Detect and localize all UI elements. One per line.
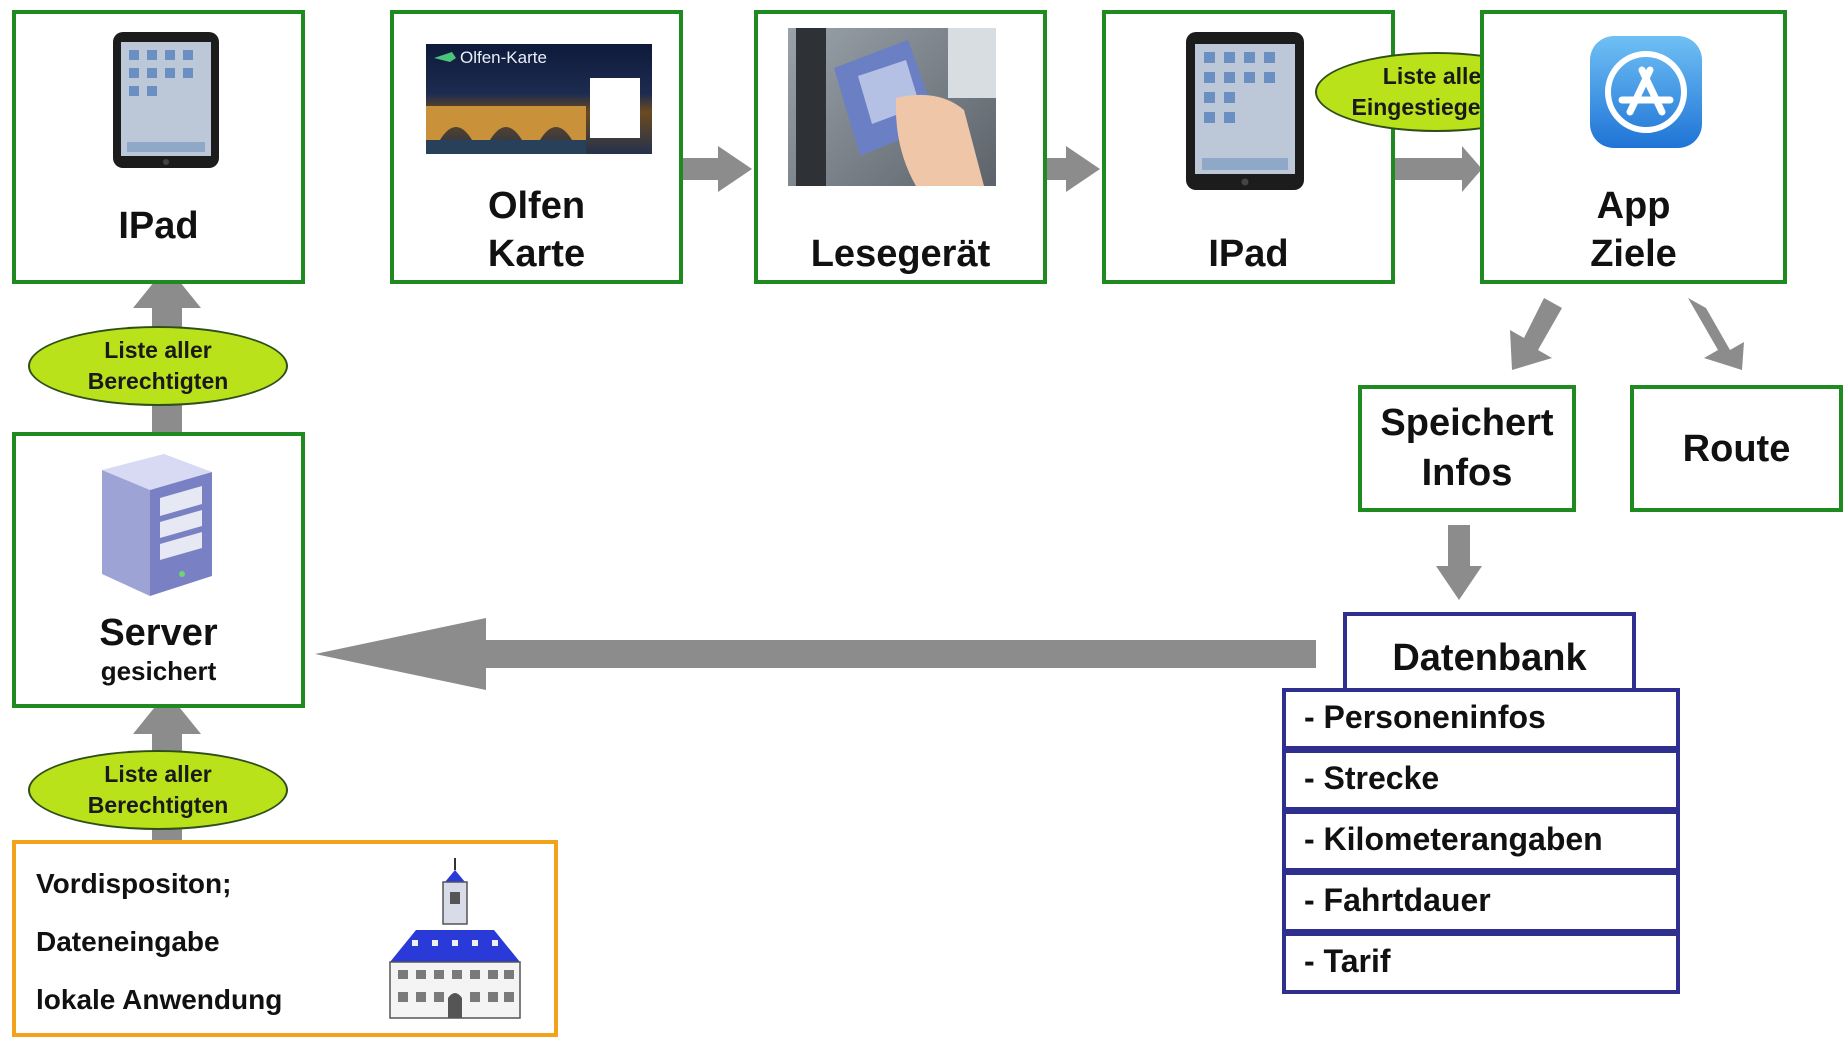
ipad-second-box: IPad: [1102, 10, 1395, 284]
card-reader-icon: [788, 28, 996, 186]
database-item: - Tarif: [1282, 932, 1680, 994]
olfen-card-label-line1: Olfen: [487, 185, 586, 227]
app-box: App Ziele: [1480, 10, 1787, 284]
list-authorized-lower-line1: Liste aller: [104, 761, 212, 787]
ipad-top-label: IPad: [118, 205, 199, 247]
ipad-icon: [113, 32, 219, 168]
server-tower-icon: [102, 454, 212, 596]
local-line2: Dateneingabe: [36, 926, 220, 957]
ipad-icon: [1186, 32, 1304, 190]
server-subtitle: gesichert: [100, 656, 217, 686]
speichert-line1: Speichert: [1380, 402, 1554, 444]
local-line1: Vordispositon;: [36, 868, 232, 899]
ipad-second-label: IPad: [1208, 233, 1289, 275]
route-box: Route: [1630, 385, 1843, 512]
arrow-ipad-to-app: [1394, 146, 1482, 192]
database-title: Datenbank: [1392, 637, 1587, 679]
database-item: - Fahrtdauer: [1282, 871, 1680, 933]
server-box: Server gesichert: [12, 432, 305, 708]
list-boarded-line1: Liste aller: [1382, 63, 1491, 89]
olfen-card-image-text: Olfen-Karte: [460, 48, 547, 67]
route-label: Route: [1682, 428, 1791, 470]
list-authorized-lower-line2: Berechtigten: [87, 792, 229, 818]
speichert-box: Speichert Infos: [1358, 385, 1576, 512]
card-white-patch: [590, 78, 640, 138]
server-title: Server: [99, 612, 218, 654]
list-authorized-upper-ellipse: Liste aller Berechtigten: [28, 326, 288, 406]
town-hall-icon: [389, 858, 521, 1019]
speichert-line2: Infos: [1421, 452, 1513, 494]
arrow-app-to-speichert: [1510, 298, 1562, 370]
arrow-app-to-route: [1688, 298, 1744, 370]
arrow-db-to-server: [315, 618, 1316, 690]
ipad-top-box: IPad: [12, 10, 305, 284]
arrow-card-to-reader: [680, 146, 752, 192]
olfen-card-box: Olfen-Karte Olfen Karte: [390, 10, 683, 284]
arrow-speichert-to-db: [1436, 525, 1482, 600]
reader-label: Lesegerät: [810, 233, 991, 275]
reader-box: Lesegerät: [754, 10, 1047, 284]
app-label-line2: Ziele: [1590, 233, 1677, 275]
database-item: - Kilometerangaben: [1282, 810, 1680, 872]
olfen-card-label-line2: Karte: [487, 233, 586, 275]
list-authorized-upper-line1: Liste aller: [104, 337, 212, 363]
olfen-card-icon: Olfen-Karte: [426, 44, 652, 154]
reader-hand-graphic: [796, 28, 996, 186]
app-store-icon: [1590, 36, 1702, 148]
bridge-graphic: [426, 52, 586, 154]
local-application-box: Vordispositon; Dateneingabe lokale Anwen…: [12, 840, 558, 1037]
app-label-line1: App: [1596, 185, 1671, 227]
app-store-glyph: [1605, 51, 1687, 133]
local-line3: lokale Anwendung: [36, 984, 283, 1015]
database-header: Datenbank: [1343, 612, 1636, 690]
database-item: - Strecke: [1282, 749, 1680, 811]
list-authorized-upper-line2: Berechtigten: [87, 368, 229, 394]
database-item: - Personeninfos: [1282, 688, 1680, 750]
list-authorized-lower-ellipse: Liste aller Berechtigten: [28, 750, 288, 830]
